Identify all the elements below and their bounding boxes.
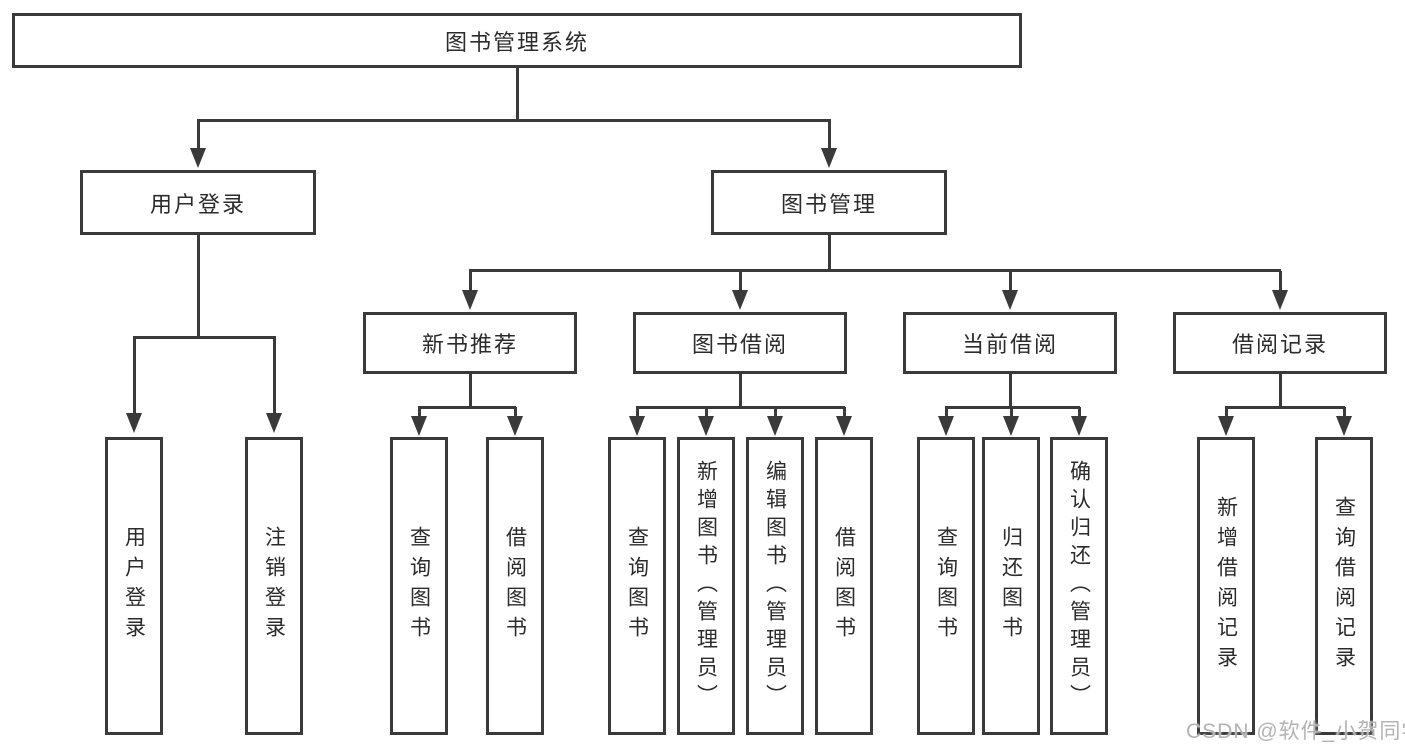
connector-line [636,407,639,417]
arrow-down-icon [1218,416,1234,436]
connector-line [514,407,517,417]
connector-line [197,120,200,150]
leaf-label: 查询图书 [407,526,431,646]
leaf-current-return: 归还图书 [982,437,1040,735]
leaf-label: 归还图书 [999,526,1023,646]
leaf-label: 用户登录 [122,526,146,646]
connector-line [469,372,472,408]
arrow-down-icon [1003,416,1019,436]
connector-line [1279,372,1282,408]
arrow-down-icon [698,416,714,436]
connector-line [197,233,200,339]
connector-line [418,406,516,409]
leaf-user-logout: 注销登录 [245,437,303,735]
leaf-label: 查询图书 [625,526,649,646]
connector-line [1009,372,1012,408]
arrow-down-icon [938,416,954,436]
connector-line [739,271,742,292]
arrow-down-icon [767,416,783,436]
connector-line [516,66,519,120]
leaf-borrow-add-admin: 新增图书（管理员） [677,437,735,735]
connector-line [273,337,276,415]
leaf-label: 注销登录 [262,526,286,646]
leaf-label: 编辑图书（管理员） [763,460,787,712]
connector-line [828,120,831,150]
connector-line [1078,407,1081,417]
node-user-login-label: 用户登录 [149,191,246,217]
connector-line [945,407,948,417]
connector-line [774,407,777,417]
leaf-newbooks-search: 查询图书 [390,437,448,735]
leaf-label: 借阅图书 [503,526,527,646]
connector-line [1343,407,1346,417]
leaf-borrow-search: 查询图书 [608,437,666,735]
connector-line [828,233,831,272]
connector-line [1010,407,1013,417]
arrow-down-icon [732,290,748,310]
connector-line [133,336,276,339]
arrow-down-icon [1272,290,1288,310]
connector-line [1279,271,1282,292]
node-current-borrow: 当前借阅 [903,312,1117,374]
leaf-current-search: 查询图书 [917,437,975,735]
leaf-label: 查询图书 [934,526,958,646]
connector-line [418,407,421,417]
arrow-down-icon [126,413,142,433]
leaf-label: 查询借阅记录 [1332,496,1356,676]
arrow-down-icon [1002,290,1018,310]
arrow-down-icon [411,416,427,436]
arrow-down-icon [629,416,645,436]
node-borrow-records: 借阅记录 [1173,312,1387,374]
node-user-login: 用户登录 [80,170,316,235]
node-new-books-label: 新书推荐 [421,332,518,357]
arrow-down-icon [1336,416,1352,436]
leaf-newbooks-borrow: 借阅图书 [486,437,544,735]
leaf-records-search: 查询借阅记录 [1315,437,1373,735]
arrow-down-icon [507,416,523,436]
leaf-borrow-edit-admin: 编辑图书（管理员） [746,437,804,735]
connector-line [1225,406,1345,409]
connector-line [739,372,742,408]
node-book-borrow: 图书借阅 [633,312,847,374]
connector-line [197,119,831,122]
arrow-down-icon [190,148,206,168]
connector-line [705,407,708,417]
arrow-down-icon [1071,416,1087,436]
watermark: CSDN @软件_小贺同学 [1186,720,1405,743]
connector-line [1225,407,1228,417]
node-book-mgmt-label: 图书管理 [780,191,877,217]
connector-line [843,407,846,417]
node-borrow-records-label: 借阅记录 [1231,332,1328,357]
connector-line [636,406,845,409]
leaf-label: 新增借阅记录 [1214,496,1238,676]
connector-line [1009,271,1012,292]
node-current-borrow-label: 当前借阅 [961,332,1058,357]
connector-line [469,269,1281,272]
leaf-user-login-1: 用户登录 [105,437,163,735]
arrow-down-icon [836,416,852,436]
leaf-current-confirm-admin: 确认归还（管理员） [1050,437,1108,735]
connector-line [469,271,472,292]
connector-line [133,337,136,415]
leaf-label: 确认归还（管理员） [1067,460,1091,712]
leaf-label: 新增图书（管理员） [694,460,718,712]
node-root-label: 图书管理系统 [444,29,589,55]
arrow-down-icon [266,413,282,433]
node-book-borrow-label: 图书借阅 [691,332,788,357]
node-new-books: 新书推荐 [363,312,577,374]
arrow-down-icon [462,290,478,310]
leaf-label: 借阅图书 [832,526,856,646]
node-root: 图书管理系统 [12,13,1022,68]
leaf-borrow-borrow: 借阅图书 [815,437,873,735]
node-book-mgmt: 图书管理 [711,170,947,235]
leaf-records-add: 新增借阅记录 [1197,437,1255,735]
arrow-down-icon [821,148,837,168]
